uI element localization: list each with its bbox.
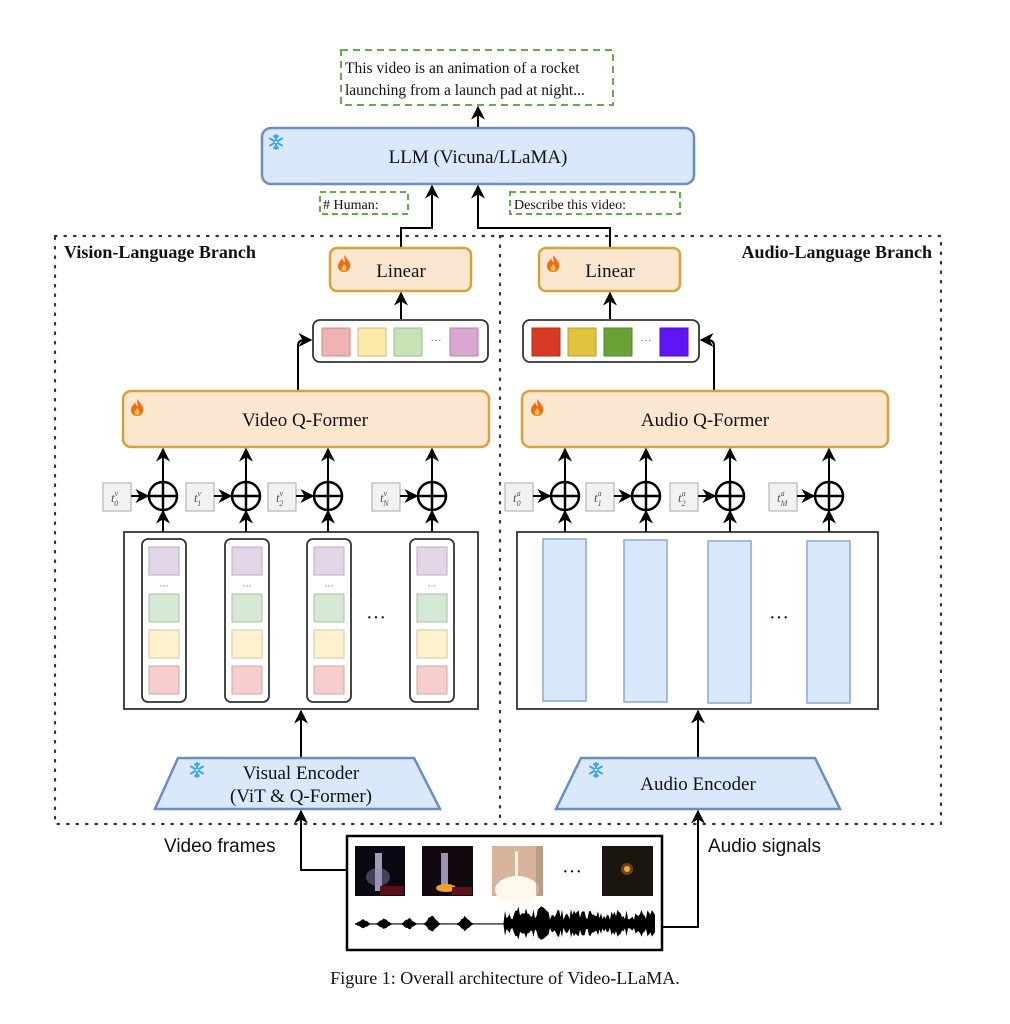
video-qformer-box [121,389,491,449]
frame-features-ellipsis: ··· [366,607,386,629]
instruction-prompt-label: Describe this video: [514,198,626,213]
frame-token [231,665,263,695]
vision-position-embedding [267,482,297,512]
instruction-prompt-box [509,191,681,215]
audio-feature-segment [707,540,752,704]
frame-token-column: ··· [306,538,352,703]
branches-container [53,234,943,826]
vision-query-token [393,327,423,357]
frame-token-column: ··· [224,538,270,703]
audio-query-token [659,327,689,357]
video-frame-3 [492,846,543,904]
figure-caption: Figure 1: Overall architecture of Video-… [330,968,680,988]
audio-waveform [355,906,655,940]
human-prompt-label: # Human: [323,198,379,213]
arrow-frames-to-visual-encoder [294,809,355,871]
llm-box [260,126,696,186]
arrow-vqformer-to-tokens [296,333,313,392]
video-frame-2 [422,846,473,896]
vision-position-embedding [371,482,401,512]
audio-feature-segment [542,538,587,702]
frame-token [416,629,448,659]
visual-encoder-label-2: (ViT & Q-Former) [230,786,372,807]
audio-branch-title: Audio-Language Branch [741,242,932,262]
video-frames-ellipsis: ··· [562,861,582,883]
audio-qformer-label: Audio Q-Former [641,410,770,431]
human-prompt-box [319,191,409,215]
audio-query-ellipsis: ··· [641,335,652,347]
audio-linear-label: Linear [585,261,635,282]
frame-token [313,629,345,659]
audio-position-embedding [669,482,699,512]
output-text-line-2: launching from a launch pad at night... [345,82,585,99]
video-qformer-label: Video Q-Former [242,410,369,431]
frame-token-ellipsis: ··· [243,581,252,591]
frame-token [416,665,448,695]
vision-query-token [449,327,479,357]
audio-position-embedding [768,482,798,512]
vision-branch-title: Vision-Language Branch [64,242,256,262]
frame-token [231,593,263,623]
audio-feature-segment [623,539,668,703]
llm-label: LLM (Vicuna/LLaMA) [389,147,568,168]
frame-token-column: ··· [409,538,455,703]
frame-token [148,546,180,576]
vision-query-ellipsis: ··· [431,335,442,347]
frame-token-ellipsis: ··· [325,581,334,591]
audio-linear-box [537,246,682,293]
arrow-audio-to-audio-encoder [658,809,705,928]
frame-token [416,593,448,623]
visual-encoder-box [153,756,443,811]
video-frame-1 [355,846,405,896]
arrow-audio-to-llm [471,184,611,252]
frame-token [148,593,180,623]
frame-token [313,546,345,576]
audio-query-token [531,327,561,357]
audio-position-embedding [504,482,534,512]
frame-token [231,546,263,576]
frame-token-column: ··· [141,538,187,703]
audio-qformer-box [520,389,890,449]
video-frame-last [602,846,653,896]
frame-token [313,665,345,695]
vision-query-token [357,327,387,357]
vision-position-embedding [185,482,215,512]
audio-query-token [567,327,597,357]
video-frames-label: Video frames [164,836,276,857]
frame-token [148,629,180,659]
audio-query-token [603,327,633,357]
vision-linear-box [328,246,473,293]
output-text-box [340,49,614,106]
arrow-vision-to-llm [400,184,439,252]
visual-encoder-label-1: Visual Encoder [243,763,360,784]
frame-token [231,629,263,659]
frame-token [148,665,180,695]
video-frame-thumbnails: ··· [355,846,653,904]
output-text-line-1: This video is an animation of a rocket [345,60,580,77]
vision-position-embedding [102,482,132,512]
audio-encoder-box [553,756,843,811]
vision-query-token [321,327,351,357]
frame-token [313,593,345,623]
audio-signals-label: Audio signals [708,836,821,857]
arrow-aqformer-to-tokens [699,333,715,392]
vision-linear-label: Linear [376,261,426,282]
frame-token [416,546,448,576]
audio-encoder-label: Audio Encoder [640,774,756,795]
frame-token-ellipsis: ··· [160,581,169,591]
frame-token-ellipsis: ··· [428,581,437,591]
audio-features-ellipsis: ··· [769,607,789,629]
audio-feature-segment [806,540,851,704]
